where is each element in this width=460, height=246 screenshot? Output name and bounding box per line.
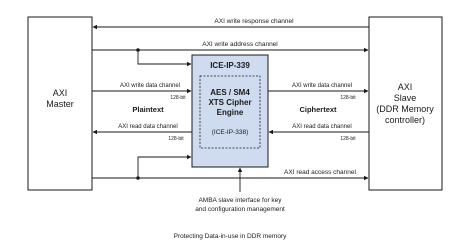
read-data-left-label: AXI read data channel [118,124,177,130]
ice-ip-339-title: ICE-IP-339 [210,61,250,70]
master-label-line1: AXI [53,88,68,98]
amba-label-line1: AMBA slave interface for key [198,197,282,204]
figure-caption: Protecting Data-in-use in DDR memory [174,233,287,240]
ciphertext-label: Ciphertext [299,105,337,114]
axi-slave-block [368,16,443,191]
engine-label-line3: Engine [217,108,244,117]
read-access-tap-arrow [137,154,192,178]
master-label-line2: Master [46,99,74,109]
slave-label-line4: controller) [385,115,425,125]
engine-label-line1: AES / SM4 [210,88,250,97]
write-response-label: AXI write response channel [214,18,294,25]
read-data-right-label: AXI read data channel [292,124,351,130]
engine-id-label: (ICE-IP-338) [212,129,248,136]
write-data-right-label: AXI write data channel [292,83,352,89]
engine-label-line2: XTS Cipher [208,98,251,107]
width-left-top: 128-bit [170,95,186,101]
write-data-left-label: AXI write data channel [120,83,180,89]
write-address-label: AXI write address channel [202,41,278,48]
amba-label-line2: and configuration management [195,206,285,213]
slave-label-line1: AXI [398,82,413,92]
width-left-bottom: 128-bit [168,136,184,142]
read-access-label: AXI read access channel [284,169,356,176]
width-right-top: 128-bit [340,95,356,101]
cipher-engine-block [199,75,261,149]
slave-label-line2: Slave [394,93,417,103]
write-address-tap-arrow [137,50,192,67]
axi-master-block [27,16,93,191]
width-right-bottom: 128-bit [340,136,356,142]
slave-label-line3: (DDR Memory [376,104,434,114]
plaintext-label: Plaintext [132,105,164,114]
